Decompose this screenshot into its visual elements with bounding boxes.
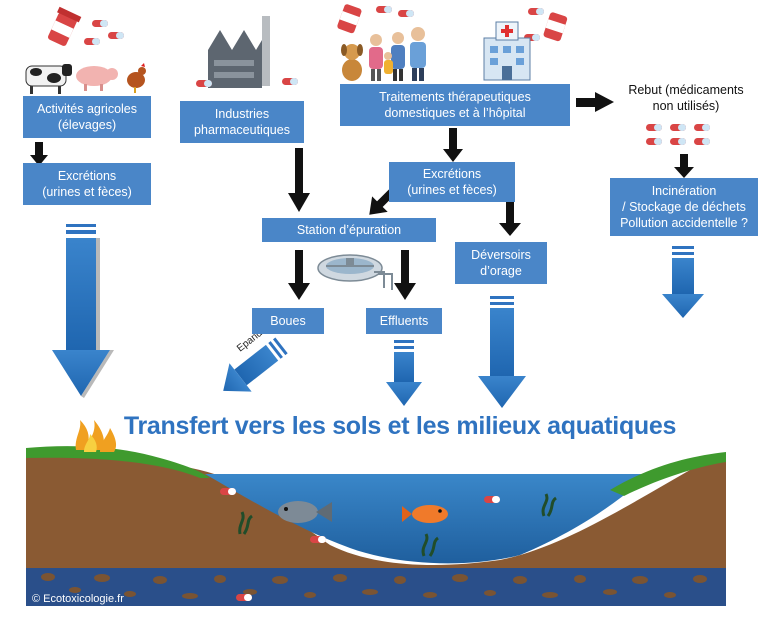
- blue-arrow: [52, 224, 114, 398]
- dog-icon: [341, 44, 363, 81]
- capsule-icon: [92, 20, 108, 27]
- pig-icon: [76, 66, 118, 91]
- capsule-icon: [528, 8, 544, 15]
- pill-bottle-icon: [48, 6, 82, 46]
- capsule-icon: [484, 496, 500, 503]
- fire-icon: [75, 420, 117, 452]
- label-line: Rebut (médicaments: [628, 83, 744, 97]
- cow-icon: [25, 64, 72, 94]
- pharmaceutical-industries-box: Industries pharmaceutiques: [180, 101, 304, 143]
- groundwater-layer: [26, 568, 726, 606]
- blue-arrow: [478, 296, 526, 408]
- arrow: [288, 148, 310, 212]
- blue-arrow: [662, 246, 704, 318]
- arrow: [30, 142, 48, 166]
- pill-bottle-icon: [337, 4, 362, 34]
- capsule-icon: [376, 6, 392, 13]
- storm-overflow-box: Déversoirs d’orage: [455, 242, 547, 284]
- capsule-icon: [398, 10, 414, 17]
- treatment-plant-icon: [317, 254, 393, 290]
- box-line: pharmaceutiques: [194, 123, 290, 137]
- family-icon: [369, 27, 426, 81]
- fish-icon: [402, 505, 448, 523]
- chicken-icon: [127, 63, 146, 93]
- box-line: Effluents: [379, 314, 429, 328]
- box-line: Station d’épuration: [296, 223, 402, 237]
- capsule-icon: [646, 124, 662, 131]
- grass-left: [26, 446, 210, 478]
- incineration-box: Incinération / Stockage de déchets Pollu…: [610, 178, 758, 236]
- fish-icon: [278, 501, 332, 523]
- excretions-box: Excrétions (urines et fèces): [389, 162, 515, 202]
- sludge-box: Boues: [252, 308, 324, 334]
- box-line: Industries: [214, 107, 270, 121]
- capsule-icon: [646, 138, 662, 145]
- pill-bottle-icon: [543, 12, 568, 42]
- capsule-icon: [310, 536, 326, 543]
- capsule-icon: [236, 594, 252, 601]
- copyright-credit: © Ecotoxicologie.fr: [32, 593, 124, 605]
- capsule-icon: [694, 124, 710, 131]
- arrow: [499, 200, 521, 236]
- box-line: / Stockage de déchets: [622, 200, 746, 214]
- capsule-icon: [282, 78, 298, 85]
- box-line: Activités agricoles: [36, 102, 138, 116]
- blue-arrow: [223, 337, 288, 392]
- aquatic-plant-icon: [238, 493, 557, 557]
- capsule-icon: [84, 38, 100, 45]
- blue-arrow: [386, 340, 422, 406]
- hospital-icon: [483, 21, 531, 81]
- box-line: (urines et fèces): [407, 183, 497, 197]
- treatment-station-box: Station d’épuration: [262, 218, 436, 242]
- arrow: [443, 128, 463, 162]
- box-line: Boues: [270, 314, 306, 328]
- capsule-icon: [196, 80, 212, 87]
- diagram-title: Transfert vers les sols et les milieux a…: [123, 412, 677, 440]
- agricultural-activities-box: Activités agricoles (élevages): [23, 96, 151, 138]
- landscape: [26, 420, 726, 606]
- box-line: Déversoirs: [471, 248, 531, 262]
- unused-medicines-label: Rebut (médicaments non utilisés): [616, 82, 756, 114]
- capsule-icon: [108, 32, 124, 39]
- arrow: [288, 250, 310, 300]
- factory-icon: [208, 16, 270, 88]
- soil-layer: [26, 450, 726, 606]
- grass-right: [610, 452, 726, 496]
- effluents-box: Effluents: [366, 308, 442, 334]
- box-line: Excrétions: [57, 169, 117, 183]
- capsule-icon: [670, 124, 686, 131]
- box-line: domestiques et à l’hôpital: [384, 106, 526, 120]
- box-line: Excrétions: [422, 167, 482, 181]
- box-line: d’orage: [480, 264, 522, 278]
- arrow: [394, 250, 416, 300]
- box-line: Incinération: [651, 184, 717, 198]
- black-arrows: [30, 92, 694, 300]
- arrow: [576, 92, 614, 112]
- agricultural-excretions-box: Excrétions (urines et fèces): [23, 163, 151, 205]
- box-line: Traitements thérapeutiques: [379, 90, 531, 104]
- box-line: (élevages): [57, 118, 117, 132]
- therapeutic-treatments-box: Traitements thérapeutiques domestiques e…: [340, 84, 570, 126]
- box-line: Pollution accidentelle ?: [620, 216, 748, 230]
- label-line: non utilisés): [652, 99, 720, 113]
- capsule-icon: [220, 488, 236, 495]
- arrow: [674, 154, 694, 178]
- rock-pattern: [41, 573, 707, 599]
- capsule-icon: [694, 138, 710, 145]
- capsule-icon: [670, 138, 686, 145]
- box-line: (urines et fèces): [42, 185, 132, 199]
